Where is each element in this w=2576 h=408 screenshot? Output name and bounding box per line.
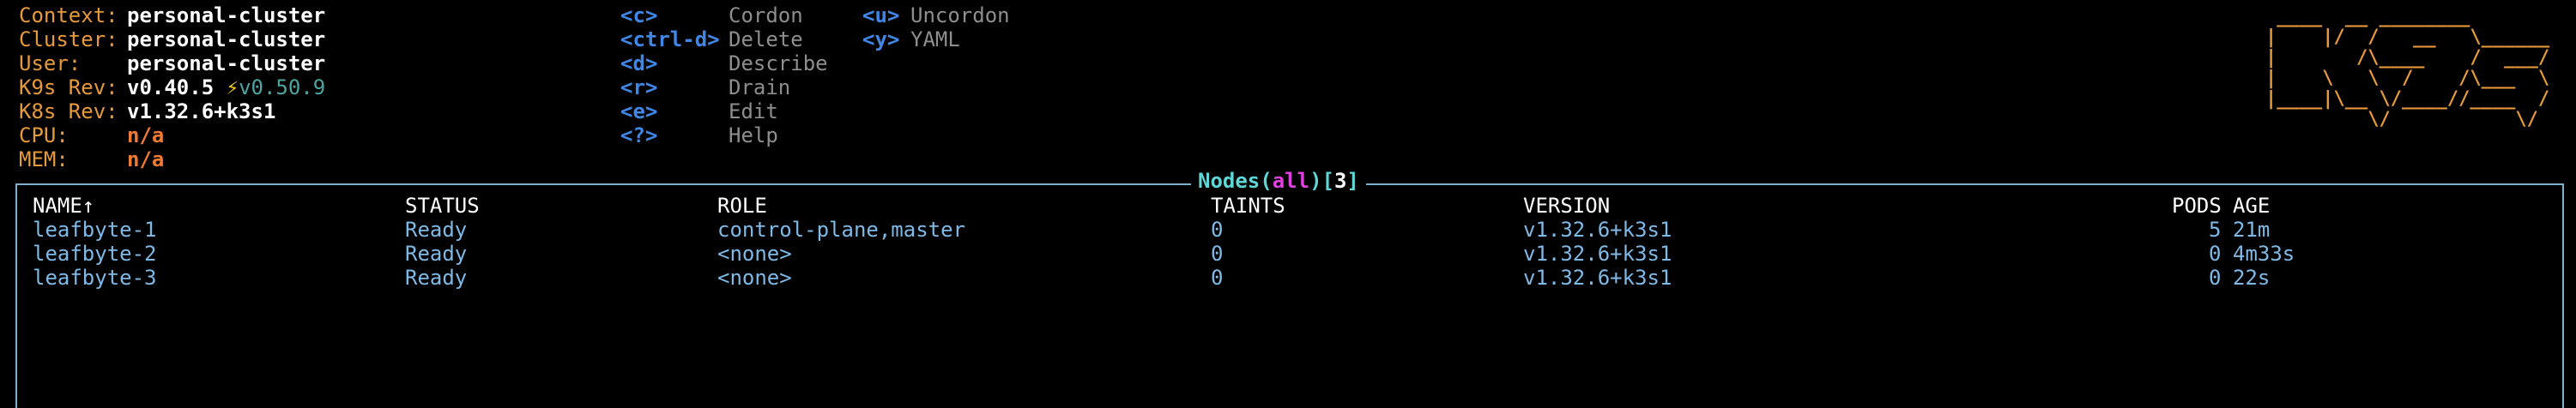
shortcut-key: <c> (620, 3, 658, 27)
k8s-rev-value: v1.32.6+k3s1 (127, 99, 276, 123)
node-role: <none> (717, 242, 792, 266)
cpu-label: CPU: (19, 123, 69, 147)
shortcut-key: <u> (862, 3, 900, 27)
context-value: personal-cluster (127, 3, 326, 27)
user-label: User: (19, 51, 82, 75)
shortcut-key: <d> (620, 51, 658, 75)
shortcut-delete[interactable]: <ctrl-d> Delete (620, 27, 828, 51)
user-value: personal-cluster (127, 51, 326, 75)
column-header-role[interactable]: ROLE (717, 194, 767, 218)
logo-line: ____ __ ________ (2265, 6, 2550, 27)
mem-value: n/a (127, 147, 165, 171)
view-title: Nodes(all)[3] (1191, 169, 1366, 193)
mem-label: MEM: (19, 147, 69, 171)
node-name: leafbyte-2 (33, 242, 157, 266)
shortcut-uncordon[interactable]: <u> Uncordon (862, 3, 1010, 27)
logo-line: |____|\__ \/____//____ / (2265, 88, 2550, 110)
shortcut-help[interactable]: <?> Help (620, 123, 828, 147)
node-version: v1.32.6+k3s1 (1523, 266, 1672, 290)
column-header-taints[interactable]: TAINTS (1211, 194, 1285, 218)
logo-line: | \ \ / /\___ \ (2265, 68, 2550, 89)
mem-row: MEM: n/a (19, 147, 325, 171)
shortcut-key: <e> (620, 99, 658, 123)
node-taints: 0 (1211, 266, 1224, 290)
node-age: 4m33s (2233, 242, 2295, 266)
column-header-name[interactable]: NAME↑ (33, 194, 95, 218)
shortcut-action: Describe (729, 51, 828, 75)
k9s-rev-label: K9s Rev: (19, 75, 118, 99)
node-status: Ready (405, 242, 468, 266)
shortcut-action: Help (729, 123, 778, 147)
shortcut-drain[interactable]: <r> Drain (620, 75, 828, 99)
node-role: control-plane,master (717, 218, 965, 242)
k8s-rev-row: K8s Rev: v1.32.6+k3s1 (19, 99, 325, 123)
node-role: <none> (717, 266, 792, 290)
bracket-open: [ (1321, 169, 1334, 193)
context-label: Context: (19, 3, 118, 27)
node-name: leafbyte-3 (33, 266, 157, 290)
cpu-value: n/a (127, 123, 165, 147)
shortcut-action: Edit (729, 99, 778, 123)
node-status: Ready (405, 266, 468, 290)
lightning-icon: ⚡ (226, 75, 239, 99)
node-pods: 0 (2209, 266, 2222, 290)
k9s-logo: ____ __ ________ | |/ / __ \______| /\__… (2265, 7, 2549, 130)
column-header-age[interactable]: AGE (2233, 194, 2271, 218)
k9s-update-version: v0.50.9 (239, 75, 326, 99)
logo-line: | /\____ / ___/ (2265, 47, 2550, 69)
logo-line: | |/ / __ \______ (2265, 27, 2550, 48)
shortcut-edit[interactable]: <e> Edit (620, 99, 828, 123)
logo-line: \/ \/ (2265, 109, 2550, 130)
shortcut-hints-primary: <c> Cordon <ctrl-d> Delete <d> Describe <r>… (620, 3, 828, 147)
paren-open: ( (1260, 169, 1273, 193)
node-version: v1.32.6+k3s1 (1523, 242, 1672, 266)
k9s-rev-value: v0.40.5 (127, 75, 215, 99)
shortcut-action: Drain (729, 75, 791, 99)
cluster-value: personal-cluster (127, 27, 326, 51)
node-pods: 0 (2209, 242, 2222, 266)
shortcut-cordon[interactable]: <c> Cordon (620, 3, 828, 27)
node-age: 21m (2233, 218, 2271, 242)
shortcut-key: <ctrl-d> (620, 27, 720, 51)
k8s-rev-label: K8s Rev: (19, 99, 118, 123)
column-header-pods[interactable]: PODS (2172, 194, 2222, 218)
node-status: Ready (405, 218, 468, 242)
k9s-rev-row: K9s Rev: v0.40.5 ⚡v0.50.9 (19, 75, 325, 99)
cpu-row: CPU: n/a (19, 123, 325, 147)
node-age: 22s (2233, 266, 2271, 290)
column-header-status[interactable]: STATUS (405, 194, 480, 218)
shortcut-key: <y> (862, 27, 900, 51)
node-taints: 0 (1211, 218, 1224, 242)
user-row: User: personal-cluster (19, 51, 325, 75)
shortcut-hints-secondary: <u> Uncordon <y> YAML (862, 3, 1010, 51)
column-header-version[interactable]: VERSION (1523, 194, 1611, 218)
node-name: leafbyte-1 (33, 218, 157, 242)
cluster-label: Cluster: (19, 27, 118, 51)
node-pods: 5 (2209, 218, 2222, 242)
shortcut-action: Uncordon (910, 3, 1010, 27)
paren-close: ) (1309, 169, 1322, 193)
shortcut-describe[interactable]: <d> Describe (620, 51, 828, 75)
bracket-close: ] (1346, 169, 1359, 193)
cluster-info: Context: personal-cluster Cluster: persona… (19, 3, 325, 171)
shortcut-action: Delete (729, 27, 803, 51)
view-count: 3 (1333, 169, 1347, 193)
shortcut-action: Cordon (729, 3, 803, 27)
shortcut-key: <r> (620, 75, 658, 99)
shortcut-yaml[interactable]: <y> YAML (862, 27, 1010, 51)
node-version: v1.32.6+k3s1 (1523, 218, 1672, 242)
shortcut-action: YAML (910, 27, 960, 51)
cluster-row: Cluster: personal-cluster (19, 27, 325, 51)
view-filter: all (1272, 169, 1310, 193)
view-resource: Nodes (1198, 169, 1261, 193)
context-row: Context: personal-cluster (19, 3, 325, 27)
shortcut-key: <?> (620, 123, 658, 147)
node-taints: 0 (1211, 242, 1224, 266)
